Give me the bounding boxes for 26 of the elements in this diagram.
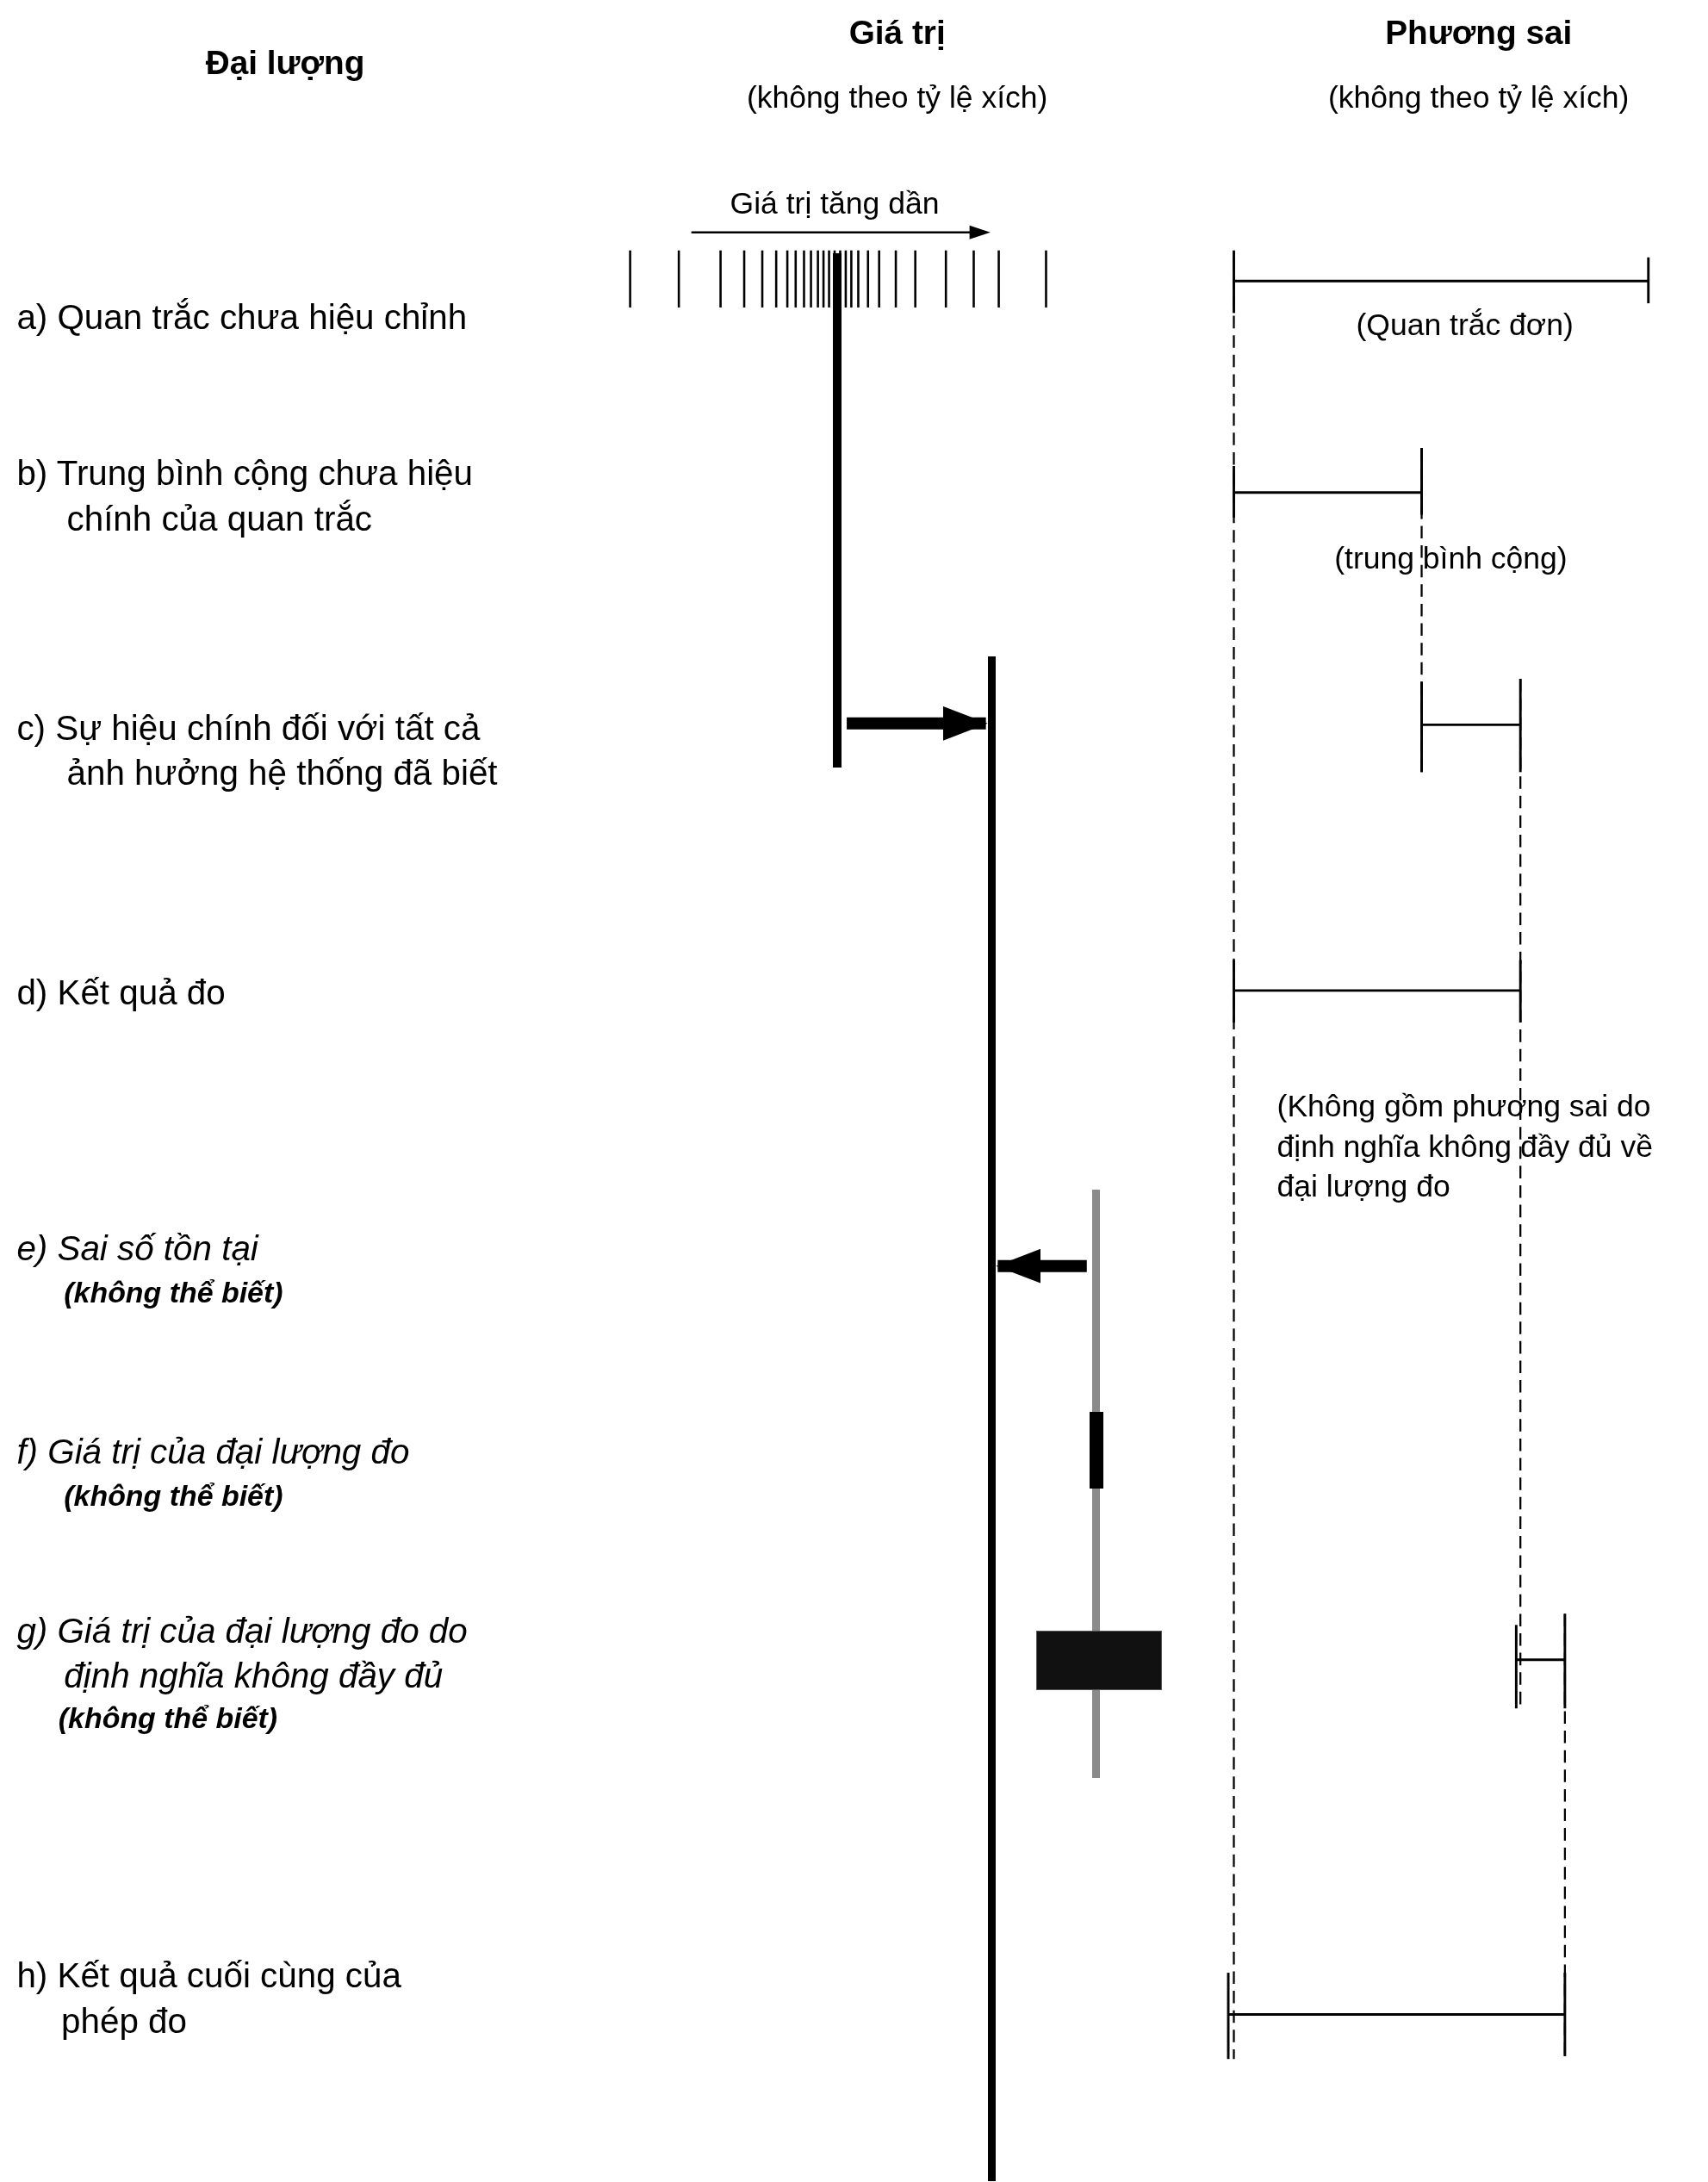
arrow (996, 1248, 1087, 1284)
value-bar (987, 656, 997, 2182)
arrow (847, 706, 988, 741)
definition-uncertainty-block (1036, 1630, 1162, 1691)
variance-note: (Không gồm phương sai do định nghĩa không đầy đủ về đại lượng đo (1276, 1088, 1654, 1205)
row-label: f) Giá trị của đại lượng đo (16, 1430, 411, 1473)
column-header: Phương sai (1384, 12, 1574, 53)
row-note: (không thể biết) (64, 1477, 284, 1514)
row-note: (không thể biết) (64, 1274, 284, 1310)
value-bar (833, 252, 842, 768)
variance-note: (trung bình cộng) (1333, 540, 1568, 577)
row-label: d) Kết quả đo (16, 971, 227, 1014)
row-label: a) Quan trắc chưa hiệu chỉnh (16, 296, 469, 339)
column-note: (không theo tỷ lệ xích) (745, 79, 1049, 117)
row-label: e) Sai số tồn tại (16, 1227, 260, 1270)
row-label: b) Trung bình cộng chưa hiệu chính của quan trắc (16, 452, 474, 540)
dark-bar-segment (1089, 1412, 1103, 1489)
column-note: (không theo tỷ lệ xích) (1327, 79, 1630, 117)
row-note: (không thể biết) (58, 1700, 279, 1736)
variance-note: (Quan trắc đơn) (1355, 306, 1574, 344)
direction-label: Giá trị tăng dần (729, 185, 941, 223)
row-label: h) Kết quả cuối cùng của phép đo (16, 1955, 402, 2042)
column-header: Giá trị (848, 12, 947, 53)
column-header: Đại lượng (204, 43, 366, 84)
row-label: g) Giá trị của đại lượng đo do định nghĩa không đầy đủ (16, 1609, 469, 1698)
row-label: c) Sự hiệu chính đối với tất cả ảnh hưởng hệ thống đã biết (16, 706, 499, 795)
